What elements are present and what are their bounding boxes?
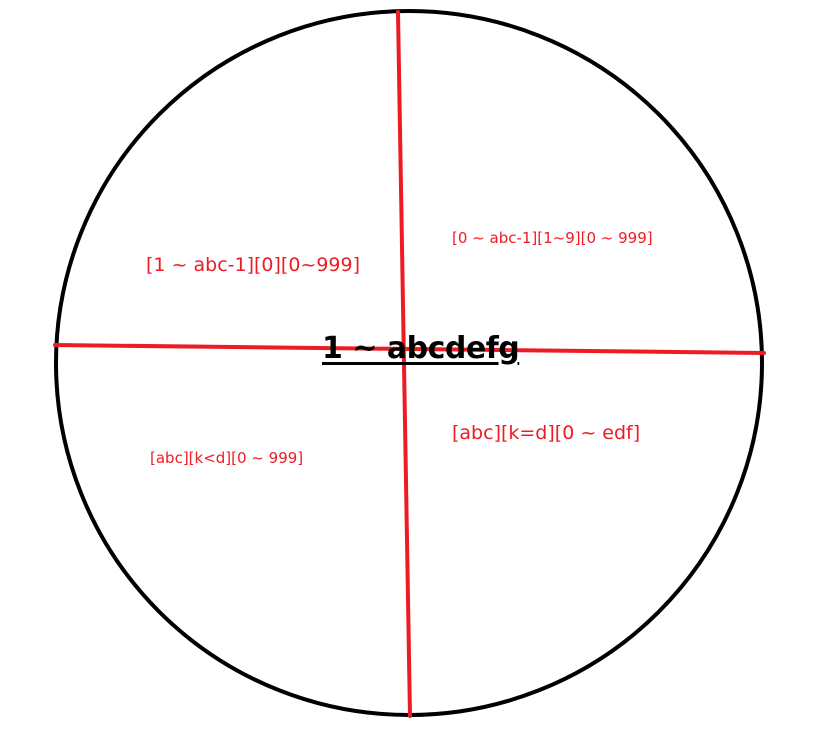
quadrant-top-right-label: [0 ~ abc-1][1~9][0 ~ 999] — [452, 229, 653, 247]
horizontal-divider-line — [53, 343, 766, 355]
quadrant-bottom-right-label: [abc][k=d][0 ~ edf] — [452, 422, 641, 444]
center-range-label: 1 ~ abcdefg — [322, 331, 520, 366]
quadrant-bottom-left-label: [abc][k<d][0 ~ 999] — [150, 449, 304, 467]
vertical-divider-line — [396, 10, 412, 718]
quadrant-top-left-label: [1 ~ abc-1][0][0~999] — [146, 254, 361, 276]
